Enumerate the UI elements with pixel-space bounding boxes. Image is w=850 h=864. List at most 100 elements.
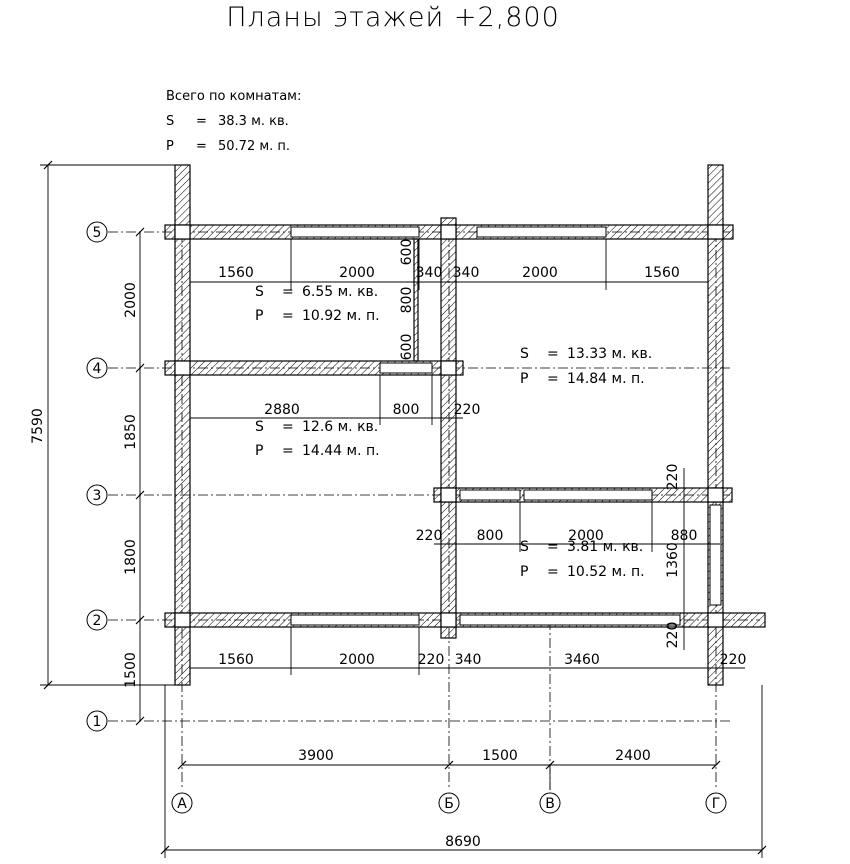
room-right-perimeter: 14.84 м. п. — [567, 371, 645, 387]
window-top-right — [476, 226, 607, 238]
axis-label-5: 5 — [93, 225, 102, 241]
axis-label-4: 4 — [93, 361, 102, 377]
svg-text:=: = — [282, 443, 294, 459]
dim-bottomwall-4: 340 — [455, 652, 482, 668]
row-axis-markers — [86, 221, 108, 732]
svg-text:=: = — [282, 308, 294, 324]
dim-top-1: 1560 — [218, 265, 254, 281]
dimension-lines — [40, 164, 763, 858]
axis-bubble-v — [539, 792, 561, 814]
axis-bubble-1 — [86, 710, 108, 732]
wall-inner-b — [440, 217, 457, 639]
svg-text:P: P — [255, 308, 263, 324]
dim-right-2: 1360 — [665, 542, 681, 578]
axis-label-b: Б — [444, 796, 454, 812]
room-left-perimeter: 14.44 м. п. — [302, 443, 380, 459]
dim-room3-1: 220 — [416, 528, 443, 544]
room-right-area: 13.33 м. кв. — [567, 346, 652, 362]
totals-p-label: P — [166, 139, 174, 154]
svg-text:S: S — [255, 284, 264, 300]
totals-s-label: S — [166, 114, 175, 129]
room-top-left-area: 6.55 м. кв. — [302, 284, 378, 300]
dim-mid-2: 800 — [393, 402, 420, 418]
door-bottom-right — [459, 614, 681, 626]
axis-label-v: В — [545, 796, 555, 812]
svg-text:P: P — [255, 443, 263, 459]
axis-bubble-5 — [86, 221, 108, 243]
dim-bottomwall-3: 220 — [418, 652, 445, 668]
totals-area-row: S=38.3 м. кв. — [166, 109, 301, 134]
dim-overall-height: 7590 — [30, 408, 46, 444]
dim-bottom-2: 1500 — [482, 748, 518, 764]
totals-s-value: 38.3 м. кв. — [218, 114, 289, 129]
window-bottom-left — [290, 614, 420, 626]
svg-text:=: = — [547, 371, 559, 387]
svg-text:=: = — [282, 284, 294, 300]
door-row4 — [379, 362, 433, 374]
wall-left — [174, 164, 191, 686]
drawing-title: Планы этажей +2,800 — [226, 2, 560, 33]
dim-left-3: 1800 — [123, 539, 139, 575]
room-top-left: S = 6.55 м. кв. P = 10.92 м. п. — [255, 284, 380, 324]
wall-right — [707, 164, 724, 686]
dim-overall-width: 8690 — [445, 834, 481, 850]
axis-bubble-g — [705, 792, 727, 814]
axis-bubble-4 — [86, 357, 108, 379]
dim-top-3: 340 — [416, 265, 443, 281]
room-annotations: S = 6.55 м. кв. P = 10.92 м. п. S = 13.3… — [255, 284, 652, 580]
dim-bottomwall-6: 220 — [720, 652, 747, 668]
axis-lines — [108, 231, 760, 790]
svg-text:=: = — [282, 419, 294, 435]
svg-text:S: S — [520, 346, 529, 362]
dim-right-1: 220 — [665, 464, 681, 491]
dim-top-6: 1560 — [644, 265, 680, 281]
axis-label-2: 2 — [93, 613, 102, 629]
svg-text:P: P — [520, 371, 528, 387]
axis-bubble-3 — [86, 484, 108, 506]
log-joints — [174, 224, 724, 628]
dim-mid-1: 2880 — [264, 402, 300, 418]
axis-bubble-2 — [86, 609, 108, 631]
dim-room3-4: 880 — [671, 528, 698, 544]
dim-room3-2: 800 — [477, 528, 504, 544]
room-left-area: 12.6 м. кв. — [302, 419, 378, 435]
totals-p-value: 50.72 м. п. — [218, 139, 291, 154]
dimension-texts: 7590 8690 2000 1850 1800 1500 3900 1500 … — [30, 239, 746, 850]
room-bottom-right-area: 3.81 м. кв. — [567, 539, 643, 555]
dim-inner-1: 600 — [399, 239, 415, 266]
room-right: S = 13.33 м. кв. P = 14.84 м. п. — [520, 346, 652, 387]
svg-text:=: = — [547, 346, 559, 362]
dimension-ticks — [43, 160, 767, 855]
dim-top-5: 2000 — [522, 265, 558, 281]
openings — [290, 226, 722, 626]
dim-mid-3: 220 — [454, 402, 481, 418]
room-left: S = 12.6 м. кв. P = 14.44 м. п. — [255, 419, 380, 459]
room-bottom-right: S = 3.81 м. кв. P = 10.52 м. п. — [520, 539, 645, 580]
dim-bottomwall-1: 1560 — [218, 652, 254, 668]
totals-block: Всего по комнатам: S=38.3 м. кв. P=50.72… — [166, 84, 301, 159]
door-right-wall — [709, 504, 722, 606]
dim-left-1: 2000 — [123, 282, 139, 318]
svg-text:S: S — [255, 419, 264, 435]
axis-label-a: А — [177, 796, 187, 812]
dim-top-4: 340 — [453, 265, 480, 281]
totals-perimeter-row: P=50.72 м. п. — [166, 134, 301, 159]
svg-text:=: = — [547, 564, 559, 580]
axis-bubble-a — [171, 792, 193, 814]
svg-text:=: = — [547, 539, 559, 555]
dim-bottom-1: 3900 — [298, 748, 334, 764]
dim-left-2: 1850 — [123, 414, 139, 450]
axis-label-1: 1 — [93, 714, 102, 730]
window-top-left — [290, 226, 420, 238]
dim-top-2: 2000 — [339, 265, 375, 281]
dim-bottom-3: 2400 — [615, 748, 651, 764]
totals-heading: Всего по комнатам: — [166, 89, 302, 104]
svg-text:P: P — [520, 564, 528, 580]
dim-room3-3: 2000 — [568, 528, 604, 544]
window-row3 — [523, 489, 653, 501]
axis-label-g: Г — [712, 796, 721, 812]
axis-bubble-b — [438, 792, 460, 814]
axis-label-3: 3 — [93, 488, 102, 504]
dim-bottomwall-2: 2000 — [339, 652, 375, 668]
